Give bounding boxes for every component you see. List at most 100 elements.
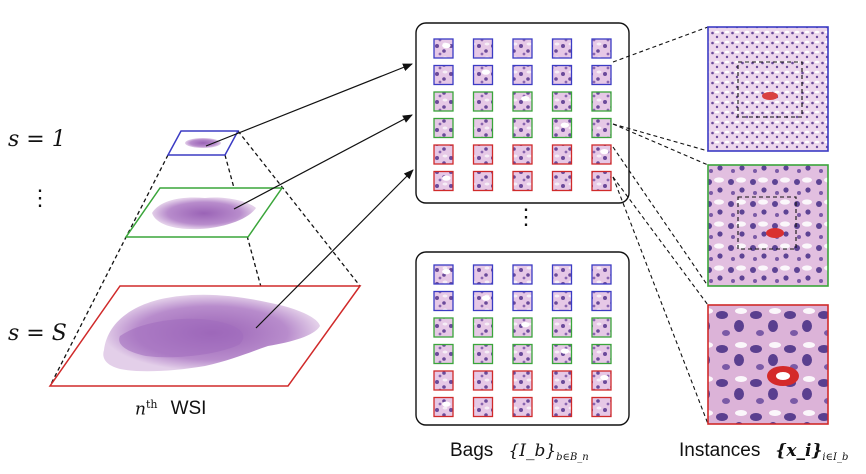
bag-patch bbox=[551, 343, 573, 365]
instances-caption-sub: i∈I_b bbox=[822, 452, 849, 464]
pyramid-to-bag-arrows bbox=[205, 63, 414, 329]
patch-whitespace bbox=[600, 374, 609, 381]
instances-caption-text: Instances bbox=[679, 440, 761, 461]
bag-patch bbox=[551, 144, 573, 165]
bag-patch bbox=[512, 396, 533, 418]
bag-patch bbox=[551, 64, 573, 86]
bag-patch bbox=[591, 170, 612, 192]
left-vertical-ellipsis: ⋮ bbox=[29, 186, 51, 211]
instances-caption: Instances {x_i}i∈I_b bbox=[679, 440, 848, 463]
bag-patch bbox=[512, 317, 533, 338]
bag-top-patches bbox=[433, 38, 612, 192]
bag-patch bbox=[591, 343, 612, 365]
bag-patch bbox=[433, 343, 454, 365]
bag-patch bbox=[591, 91, 612, 112]
bag-bottom bbox=[415, 251, 630, 426]
bag-patch bbox=[433, 290, 454, 312]
bag-patch bbox=[472, 396, 494, 418]
bag-patch bbox=[433, 264, 454, 285]
wsi-level-2 bbox=[124, 187, 284, 238]
bag-patch bbox=[433, 317, 454, 338]
bag-patch bbox=[551, 170, 573, 192]
bag-patch bbox=[472, 144, 494, 165]
bag-patch bbox=[512, 144, 533, 165]
bag-patch bbox=[591, 317, 612, 338]
bag-patch bbox=[591, 264, 612, 285]
bags-caption-sub: b∈B_n bbox=[556, 452, 589, 464]
patch-whitespace bbox=[600, 148, 609, 155]
instance-green bbox=[707, 164, 829, 287]
bag-patch bbox=[591, 64, 612, 86]
patch-whitespace bbox=[521, 95, 530, 102]
bag-patch bbox=[472, 38, 494, 59]
bag-patch bbox=[551, 264, 573, 285]
bag-patch bbox=[591, 370, 612, 391]
bag-patch bbox=[433, 91, 454, 112]
wsi-caption-text: WSI bbox=[170, 398, 207, 420]
wsi-caption: nth WSI bbox=[135, 398, 206, 420]
bag-patch bbox=[433, 170, 454, 192]
patch-whitespace bbox=[560, 122, 570, 128]
bag-patch bbox=[512, 38, 533, 59]
bag-patch bbox=[433, 38, 454, 59]
bag-patch bbox=[472, 317, 494, 338]
bag-patch bbox=[433, 144, 454, 165]
bag-patch bbox=[591, 396, 612, 418]
patch-whitespace bbox=[521, 321, 530, 328]
patch-whitespace bbox=[442, 42, 451, 49]
wsi-level-s bbox=[48, 285, 362, 387]
bag-patch bbox=[472, 64, 494, 86]
bag-patch bbox=[512, 370, 533, 391]
bag-patch bbox=[551, 396, 573, 418]
scale-top-label: s = 1 bbox=[8, 127, 66, 152]
bag-patch bbox=[512, 117, 533, 139]
bag-patch bbox=[512, 290, 533, 312]
patch-whitespace bbox=[481, 295, 491, 301]
bag-patch bbox=[551, 117, 573, 139]
patch-whitespace bbox=[560, 348, 570, 354]
bags-caption: Bags {I_b}b∈B_n bbox=[450, 440, 589, 463]
instance-blue bbox=[707, 26, 829, 152]
bag-patch bbox=[472, 370, 494, 391]
bag-patch bbox=[551, 290, 573, 312]
instance-red bbox=[707, 304, 829, 425]
bag-patch bbox=[472, 264, 494, 285]
bag-vertical-ellipsis: ⋮ bbox=[515, 205, 537, 230]
bag-patch bbox=[433, 396, 454, 418]
bag-patch bbox=[512, 264, 533, 285]
bag-patch bbox=[433, 370, 454, 391]
bags-caption-math: {I_b} bbox=[508, 441, 557, 461]
bags-caption-text: Bags bbox=[450, 440, 494, 461]
wsi-caption-sup: th bbox=[145, 398, 158, 411]
wsi-level-1 bbox=[166, 130, 240, 156]
bag-patch bbox=[512, 64, 533, 86]
bag-patch bbox=[472, 170, 494, 192]
bag-patch bbox=[512, 343, 533, 365]
bag-top bbox=[415, 22, 630, 204]
bag-patch bbox=[472, 290, 494, 312]
patch-whitespace bbox=[442, 175, 451, 181]
patch-whitespace bbox=[442, 268, 451, 275]
bag-bottom-patches bbox=[433, 264, 612, 418]
bag-patch bbox=[551, 38, 573, 59]
patch-whitespace bbox=[442, 401, 451, 407]
bag-patch bbox=[551, 91, 573, 112]
bag-patch bbox=[433, 117, 454, 139]
bag-patch bbox=[551, 317, 573, 338]
instances-caption-math: {x_i} bbox=[775, 441, 823, 461]
scale-bottom-label: s = S bbox=[8, 321, 67, 346]
bag-patch bbox=[472, 343, 494, 365]
wsi-caption-math: n bbox=[135, 399, 146, 420]
bag-patch bbox=[591, 117, 612, 139]
bag-patch bbox=[472, 117, 494, 139]
bag-patch bbox=[512, 170, 533, 192]
bag-patch bbox=[591, 144, 612, 165]
bag-patch bbox=[591, 38, 612, 59]
patch-whitespace bbox=[481, 69, 491, 75]
bag-patch bbox=[551, 370, 573, 391]
bag-patch bbox=[433, 64, 454, 86]
bag-patch bbox=[512, 91, 533, 112]
bag-patch bbox=[472, 91, 494, 112]
